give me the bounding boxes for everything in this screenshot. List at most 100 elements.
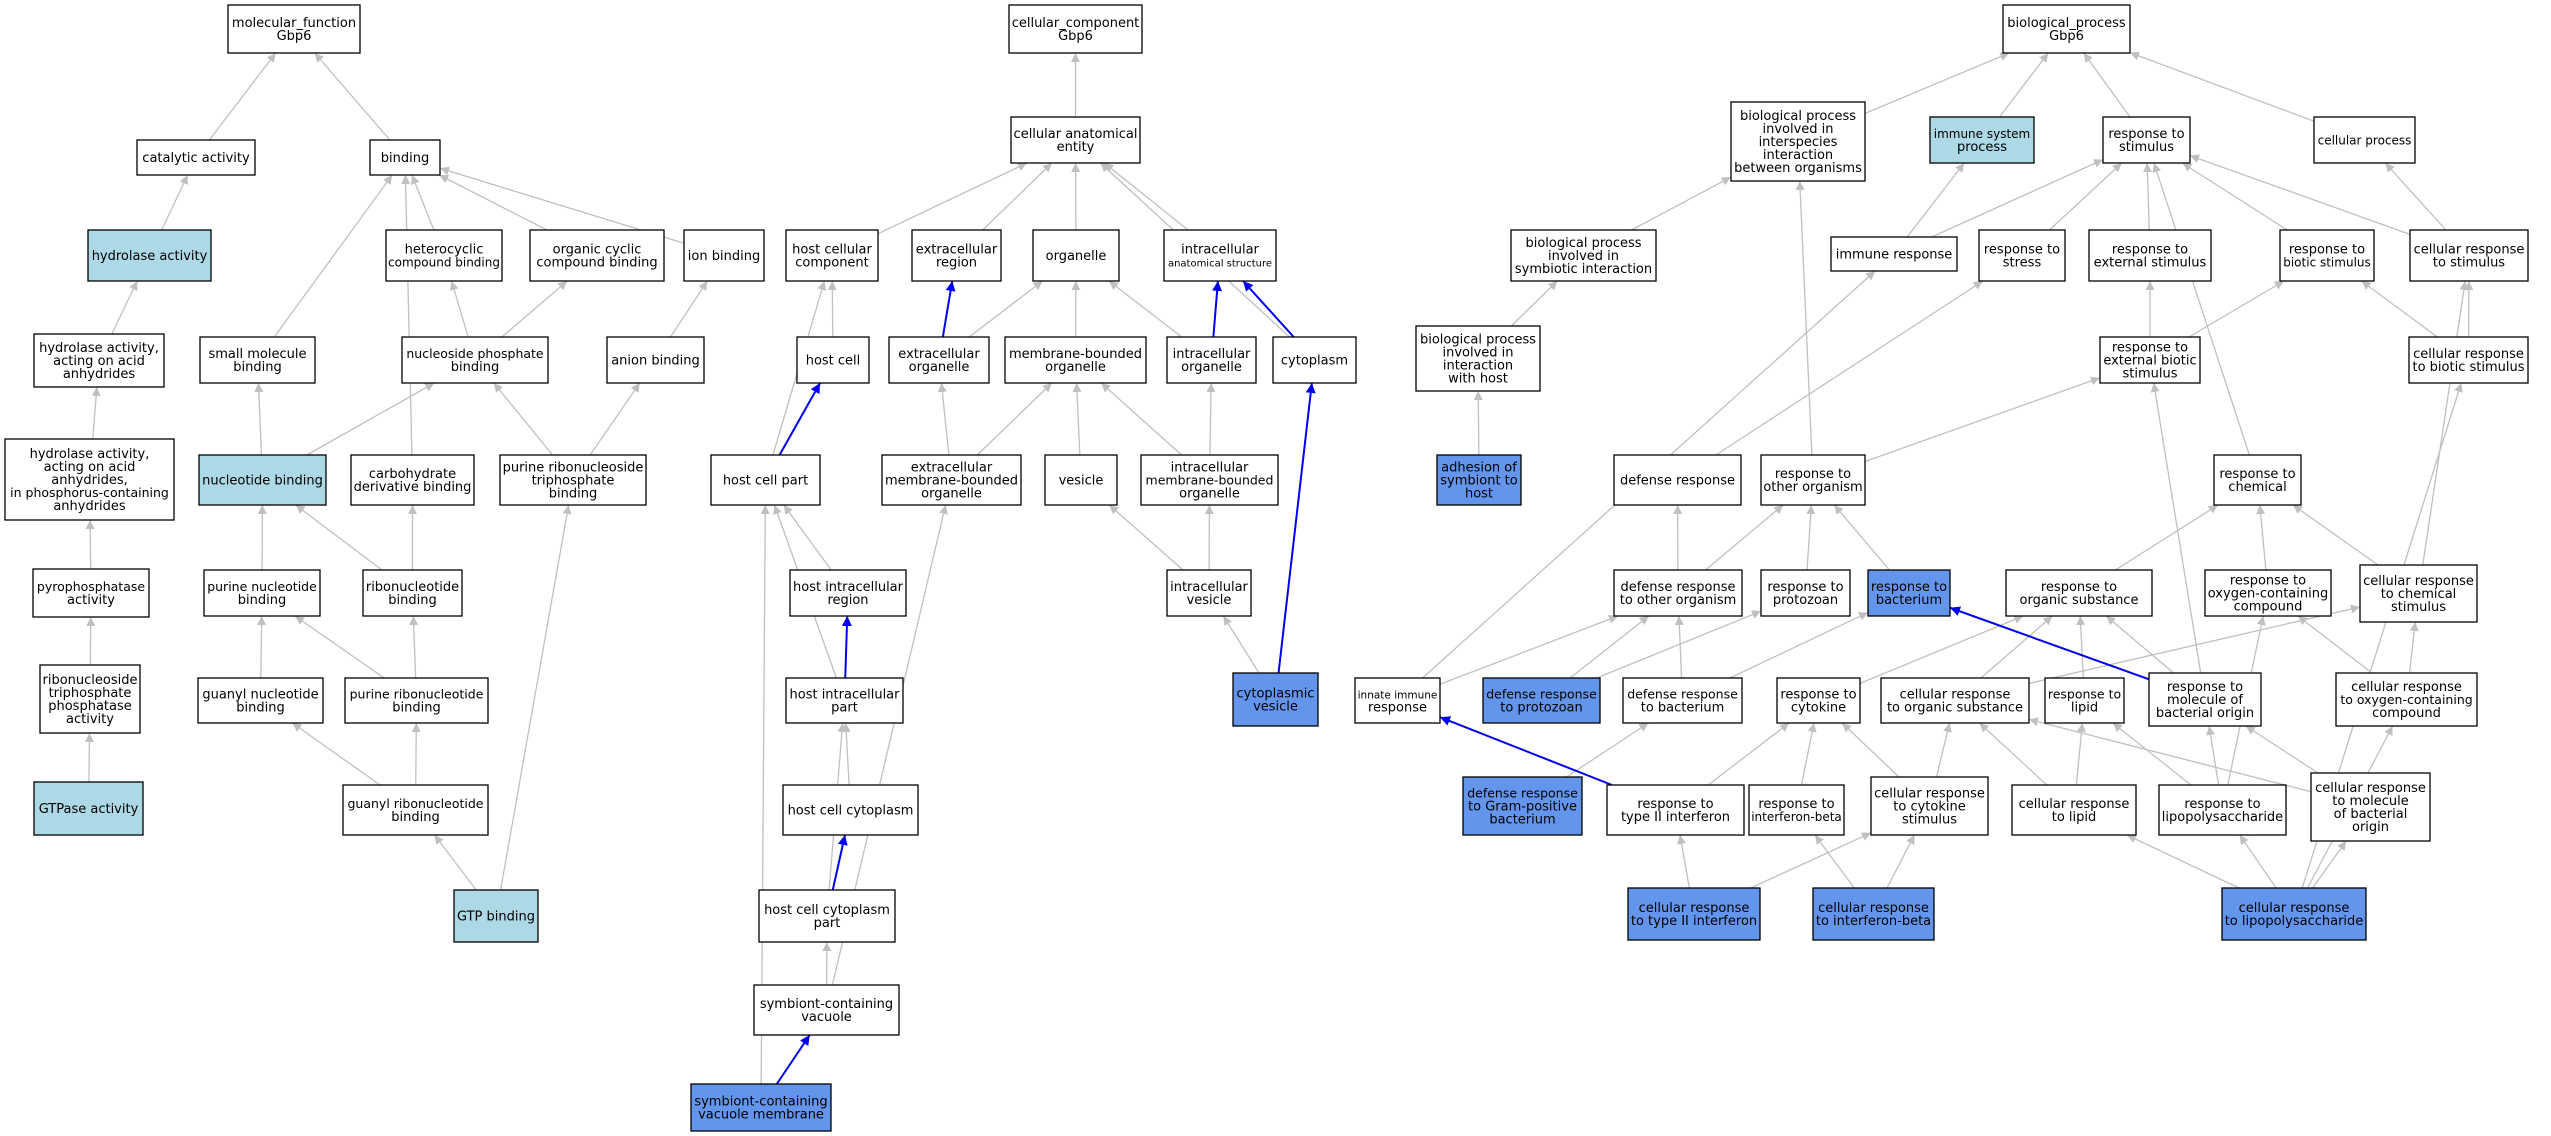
node-label-line: extracellular <box>916 243 998 258</box>
node-hcp[interactable]: host cell part <box>710 454 821 506</box>
node-nucb[interactable]: nucleotide binding <box>198 454 327 506</box>
node-label-line: intracellular <box>1170 580 1248 595</box>
node-binding[interactable]: binding <box>369 139 441 176</box>
node-cat[interactable]: catalytic activity <box>136 139 256 176</box>
node-hostcell[interactable]: host cell <box>796 336 870 384</box>
node-gtpase[interactable]: GTPase activity <box>33 781 144 836</box>
node-anion[interactable]: anion binding <box>606 336 705 384</box>
node-hydroacid[interactable]: hydrolase activity,acting on acidanhydri… <box>33 333 165 388</box>
node-gtpb[interactable]: GTP binding <box>453 889 539 943</box>
node-vesicle[interactable]: vesicle <box>1044 454 1118 506</box>
node-immresp[interactable]: immune response <box>1830 236 1958 272</box>
node-label-line: to bacterium <box>1641 701 1725 716</box>
edge-innate-to-drother <box>1439 615 1619 685</box>
node-organelle[interactable]: organelle <box>1032 229 1120 282</box>
node-label-line: organelle <box>1179 487 1240 502</box>
node-ionb[interactable]: ion binding <box>683 229 765 282</box>
node-hydrophos[interactable]: hydrolase activity,acting on acidanhydri… <box>4 438 175 521</box>
node-cproc[interactable]: cellular process <box>2313 116 2416 164</box>
edge-immresp-to-isp <box>1906 162 1965 238</box>
node-label-line: response to <box>1758 797 1834 812</box>
edge-hydro-to-cat <box>161 174 189 231</box>
node-label-line: cellular response <box>1818 901 1929 916</box>
node-defresp[interactable]: defense response <box>1613 454 1742 506</box>
node-rntp[interactable]: ribonucleosidetriphosphatephosphataseact… <box>39 664 141 734</box>
node-label-line: region <box>936 256 977 271</box>
node-cyto[interactable]: cytoplasm <box>1272 336 1357 384</box>
node-hydro[interactable]: hydrolase activity <box>87 229 212 282</box>
node-hcc[interactable]: host cell cytoplasm <box>782 784 919 836</box>
node-label-line: to stimulus <box>2433 256 2505 271</box>
